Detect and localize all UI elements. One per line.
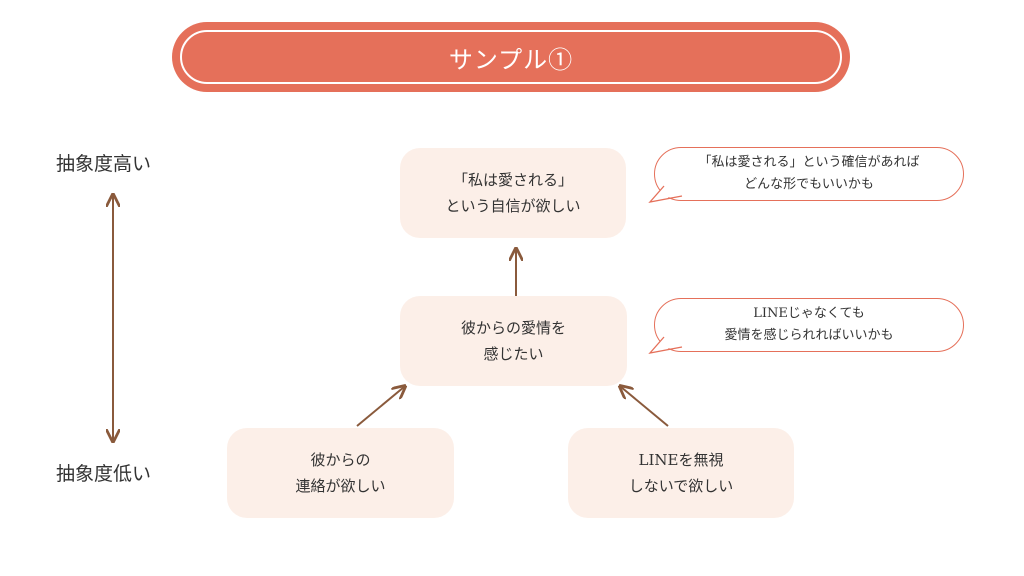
speech-bubble-confidence: 「私は愛される」という確信があれば どんな形でもいいかも xyxy=(654,147,964,201)
arrow-left-to-mid xyxy=(356,387,404,427)
node-feel-love: 彼からの愛情を 感じたい xyxy=(400,296,627,386)
bubble-text-line: 愛情を感じられればいいかも xyxy=(724,328,894,343)
node-text-line: LINEを無視 xyxy=(638,451,724,469)
bubble-text-line: LINEじゃなくても xyxy=(753,306,865,321)
node-text-line: しないで欲しい xyxy=(628,477,734,495)
bubble-text-line: 「私は愛される」という確信があれば xyxy=(698,155,920,170)
node-text-line: 連絡が欲しい xyxy=(295,477,386,495)
bubble-tail-2-outline xyxy=(648,336,683,354)
node-dont-ignore-line: LINEを無視 しないで欲しい xyxy=(568,428,794,518)
node-text-line: 彼からの xyxy=(310,451,371,469)
bubble-tail-1-outline xyxy=(648,185,683,203)
speech-bubble-line: LINEじゃなくても 愛情を感じられればいいかも xyxy=(654,298,964,352)
title-banner: サンプル① xyxy=(172,22,850,92)
title-banner-inner: サンプル① xyxy=(180,30,842,84)
node-text-line: 感じたい xyxy=(483,345,544,363)
bubble-tail-2 xyxy=(650,337,682,353)
bubble-text-line: どんな形でもいいかも xyxy=(744,177,874,192)
node-self-confidence: 「私は愛される」 という自信が欲しい xyxy=(400,148,626,238)
node-text-line: 彼からの愛情を xyxy=(460,319,566,337)
node-want-contact: 彼からの 連絡が欲しい xyxy=(227,428,454,518)
axis-label-low: 抽象度低い xyxy=(56,463,152,485)
page-title: サンプル① xyxy=(448,45,574,74)
axis-label-high: 抽象度高い xyxy=(56,153,152,175)
node-text-line: という自信が欲しい xyxy=(445,197,581,215)
bubble-tail-1 xyxy=(650,186,682,202)
arrow-right-to-mid xyxy=(621,387,669,427)
node-text-line: 「私は愛される」 xyxy=(452,171,573,189)
